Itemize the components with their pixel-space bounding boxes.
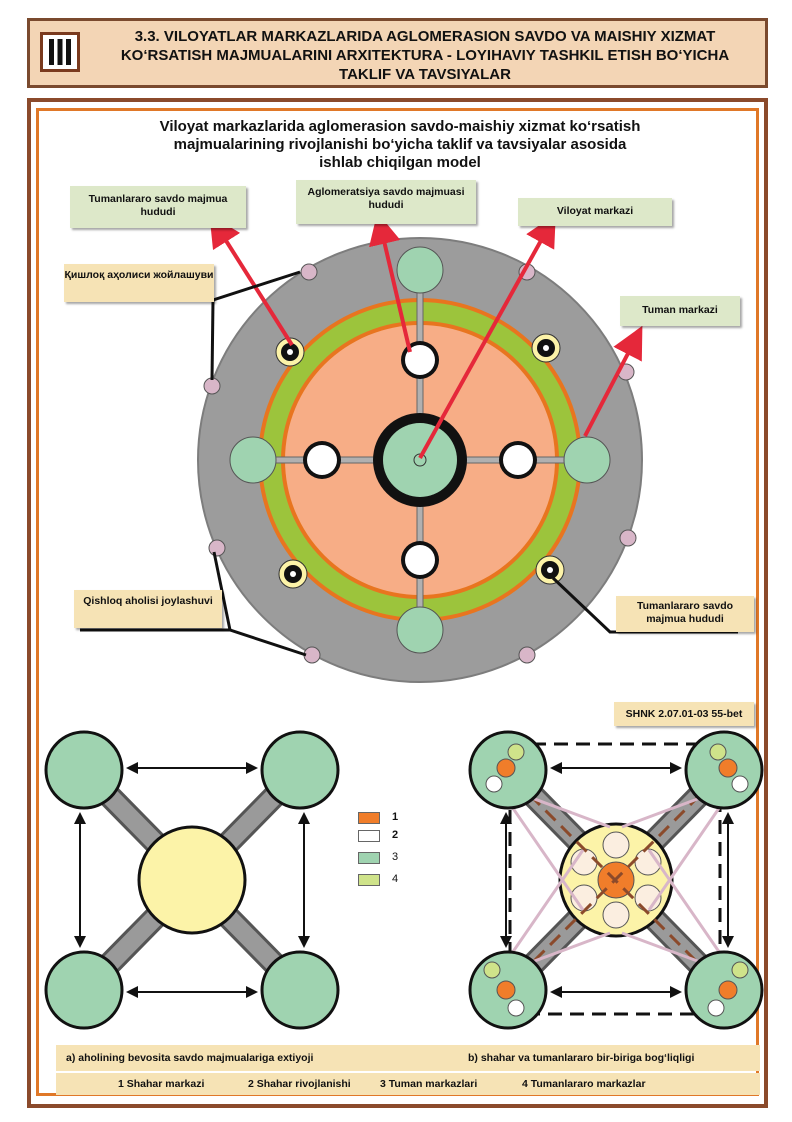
key-4: 4 Tumanlararo markazlar (522, 1078, 646, 1090)
legend-label-4: 4 (392, 873, 399, 885)
graph-b (468, 730, 764, 1030)
diagram-title: Viloyat markazlarida aglomerasion savdo-… (159, 118, 641, 171)
legend-swatch-1 (358, 812, 380, 824)
legend-label-3: 3 (392, 851, 399, 863)
caption-bar-bottom (56, 1073, 760, 1095)
caption-b: b) shahar va tumanlararo bir-biriga bog‘… (468, 1052, 695, 1064)
key-2: 2 Shahar rivojlanishi (248, 1078, 351, 1090)
label-qishloq: Qishloq aholisi joylashuvi (74, 590, 222, 628)
caption-a: a) aholining bevosita savdo majmualariga… (66, 1052, 314, 1064)
label-tumanlararo-bottom: Tumanlararo savdo majmua hududi (616, 596, 754, 632)
section-badge-icon (40, 32, 80, 72)
label-aglomeratsiya: Aglomeratsiya savdo majmuasi hududi (296, 180, 476, 224)
page-title: 3.3. VILOYATLAR MARKAZLARIDA AGLOMERASIO… (120, 28, 730, 83)
ring-model (197, 237, 643, 683)
key-1: 1 Shahar markazi (118, 1078, 205, 1090)
legend-swatch-4 (358, 874, 380, 886)
reference-label: SHNK 2.07.01-03 55-bet (614, 702, 754, 726)
label-tumanlararo-top: Tumanlararo savdo majmua hududi (70, 186, 246, 228)
district-dots (275, 333, 565, 589)
key-3: 3 Tuman markazlari (380, 1078, 478, 1090)
green-nodes (229, 246, 611, 654)
label-kishlok: Қишлоқ аҳолиси жойлашуви (64, 264, 214, 302)
label-viloyat-markazi: Viloyat markazi (518, 198, 672, 226)
graph-a (44, 730, 340, 1030)
caption-bar-top (56, 1045, 760, 1071)
legend-label-1: 1 (392, 811, 399, 823)
header-banner: 3.3. VILOYATLAR MARKAZLARIDA AGLOMERASIO… (27, 18, 768, 88)
legend-label-2: 2 (392, 829, 399, 841)
legend-swatch-2 (358, 830, 380, 842)
label-tuman-markazi: Tuman markazi (620, 296, 740, 326)
village-dots (203, 263, 637, 664)
legend-swatch-3 (358, 852, 380, 864)
